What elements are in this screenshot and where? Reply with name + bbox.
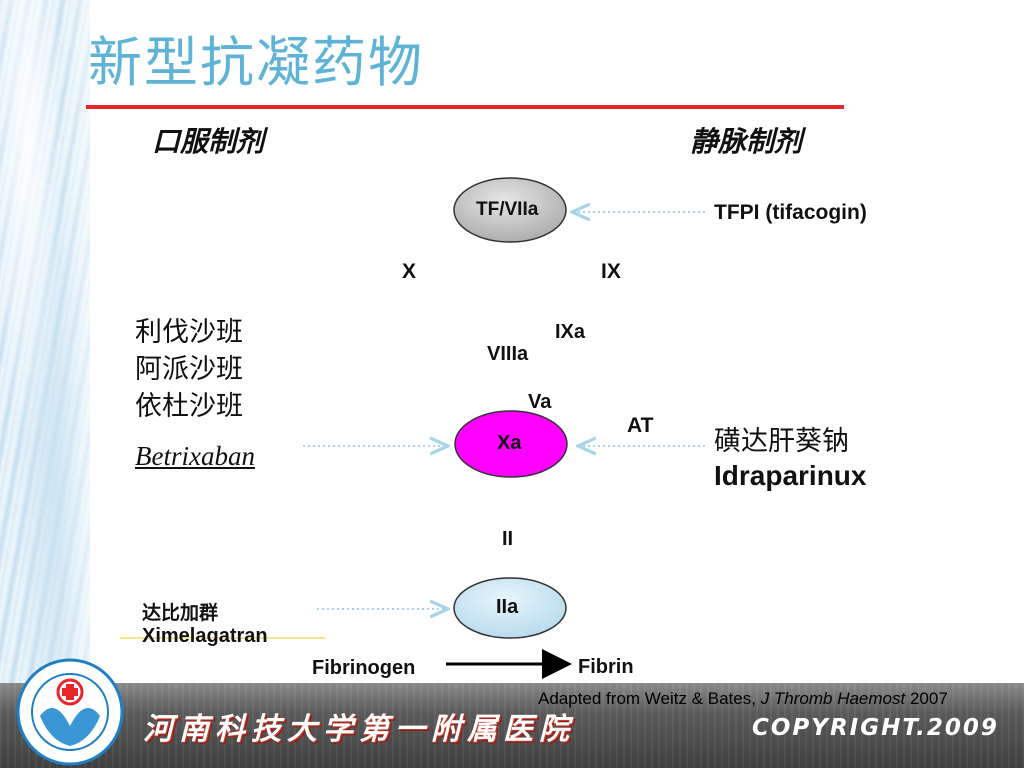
- drug-betrixaban: Betrixaban: [135, 441, 255, 471]
- drug-rivaroxaban: 利伐沙班: [135, 317, 243, 348]
- oral-heading: 口服制剂: [152, 125, 265, 158]
- tf-viia-label: TF/VIIa: [476, 199, 539, 220]
- factor-x: X: [402, 260, 417, 283]
- factor-ii: II: [502, 528, 514, 550]
- drug-ximelagatran-cn: 达比加群: [142, 602, 219, 624]
- factor-at: AT: [627, 414, 654, 437]
- side-fade: [60, 0, 120, 690]
- xa-label: Xa: [497, 432, 522, 454]
- title-rule: [86, 105, 844, 109]
- xa-node: [454, 410, 568, 478]
- factor-ix: IX: [601, 260, 621, 283]
- coagulation-diagram: [120, 177, 705, 679]
- copyright-text: COPYRIGHT.2009: [752, 715, 999, 741]
- hospital-logo-icon: [16, 658, 124, 766]
- factor-ixa: IXa: [555, 321, 586, 343]
- factor-va: Va: [528, 391, 552, 413]
- source-citation: Adapted from Weitz & Bates, J Thromb Hae…: [538, 689, 948, 708]
- drug-ximelagatran: Ximelagatran: [142, 625, 268, 647]
- drug-idraparinux: Idraparinux: [714, 460, 867, 491]
- drug-edoxaban: 依杜沙班: [135, 391, 243, 422]
- tf-viia-node: [453, 177, 567, 243]
- footer-bar: [0, 683, 1024, 768]
- hospital-name: 河南科技大学第一附属医院: [143, 712, 575, 747]
- drug-apixaban: 阿派沙班: [135, 354, 243, 385]
- factor-viiia: VIIIa: [487, 343, 529, 365]
- fibrin-label: Fibrin: [578, 656, 634, 678]
- drug-idraparinux-cn: 磺达肝葵钠: [714, 426, 849, 457]
- iia-node: [453, 577, 567, 639]
- iia-label: IIa: [496, 596, 519, 618]
- slide-title: 新型抗凝药物: [88, 31, 424, 94]
- fibrinogen-label: Fibrinogen: [312, 657, 416, 679]
- xa-inhibitor-list: 利伐沙班 阿派沙班 依杜沙班: [135, 314, 243, 425]
- tfpi-label: TFPI (tifacogin): [714, 201, 867, 224]
- footer-texture: [0, 683, 1024, 768]
- iv-heading: 静脉制剂: [690, 125, 803, 158]
